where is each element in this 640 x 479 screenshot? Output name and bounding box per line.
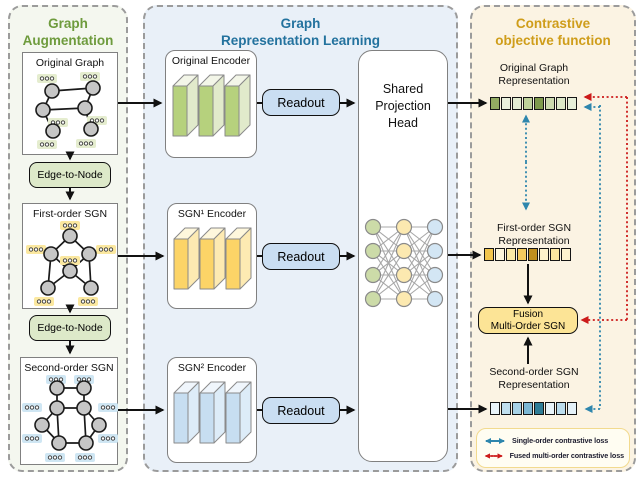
- representation-cell: [561, 248, 571, 261]
- loss-legend: Single-order contrastive loss Fused mult…: [476, 428, 630, 468]
- representation-cell: [556, 97, 566, 110]
- original-graph-representation-row: [490, 97, 578, 110]
- representation-cell: [495, 248, 505, 261]
- representation-cell: [528, 248, 538, 261]
- fusion-label-line1: Fusion: [512, 308, 543, 320]
- representation-cell: [501, 97, 511, 110]
- first-order-sgn-box: First-order SGN: [22, 203, 118, 309]
- representation-cell: [545, 402, 555, 415]
- original-encoder-box: Original Encoder: [165, 50, 257, 158]
- representation-cell: [523, 402, 533, 415]
- first-order-sgn-label: First-order SGN: [32, 208, 108, 220]
- legend-single-order: Single-order contrastive loss: [482, 436, 624, 446]
- augmentation-title: Graph Augmentation: [22, 16, 114, 48]
- edge-to-node-label-2: Edge-to-Node: [37, 322, 103, 334]
- sgn1-encoder-label: SGN¹ Encoder: [177, 208, 247, 220]
- original-encoder-label: Original Encoder: [171, 55, 251, 67]
- first-order-sgn-representation-row: [484, 248, 572, 261]
- contrastive-title: Contrastive objective function: [495, 16, 611, 48]
- second-order-sgn-box: Second-order SGN: [20, 357, 119, 465]
- representation-title: Graph Representation Learning: [220, 16, 381, 48]
- first-order-representation-label: First-order SGN Representation: [496, 222, 572, 247]
- representation-cell: [556, 402, 566, 415]
- representation-cell: [490, 402, 500, 415]
- single-order-loss-arrow-icon: [485, 437, 505, 444]
- representation-cell: [567, 402, 577, 415]
- representation-cell: [506, 248, 516, 261]
- readout-label-2: Readout: [277, 249, 325, 264]
- representation-cell: [534, 97, 544, 110]
- representation-cell: [512, 97, 522, 110]
- original-graph-label: Original Graph: [35, 57, 105, 69]
- original-graph-icon: [35, 71, 108, 150]
- representation-cell: [545, 97, 555, 110]
- sgn1-encoder-layers-icon: [173, 227, 252, 290]
- edge-to-node-label-1: Edge-to-Node: [37, 169, 103, 181]
- representation-cell: [550, 248, 560, 261]
- second-order-representation-label: Second-order SGN Representation: [489, 366, 579, 391]
- fused-loss-arrow-icon: [484, 452, 503, 459]
- second-order-sgn-graph-icon: [21, 374, 119, 463]
- edge-to-node-button-1: Edge-to-Node: [29, 162, 111, 188]
- first-order-sgn-graph-icon: [25, 220, 117, 307]
- shared-projection-head-box: Shared Projection Head: [358, 50, 448, 462]
- representation-cell: [517, 248, 527, 261]
- neural-network-icon: [364, 218, 444, 308]
- sgn1-encoder-box: SGN¹ Encoder: [167, 203, 257, 309]
- original-graph-box: Original Graph: [22, 52, 118, 155]
- representation-cell: [484, 248, 494, 261]
- edge-to-node-button-2: Edge-to-Node: [29, 315, 111, 341]
- panel-contrastive-objective: Contrastive objective function: [470, 5, 636, 472]
- original-representation-label: Original Graph Representation: [498, 62, 570, 87]
- sgn2-encoder-layers-icon: [173, 381, 252, 444]
- representation-cell: [490, 97, 500, 110]
- representation-cell: [523, 97, 533, 110]
- sgn2-encoder-box: SGN² Encoder: [167, 357, 257, 463]
- legend-fused-multi-order: Fused multi-order contrastive loss: [482, 451, 624, 461]
- shared-projection-head-label: Shared Projection Head: [375, 82, 431, 130]
- fusion-label-line2: Multi-Order SGN: [490, 320, 566, 332]
- sgn2-encoder-label: SGN² Encoder: [177, 362, 247, 374]
- readout-button-2: Readout: [262, 243, 340, 270]
- second-order-sgn-label: Second-order SGN: [24, 362, 114, 374]
- fused-loss-label: Fused multi-order contrastive loss: [509, 451, 625, 460]
- representation-cell: [539, 248, 549, 261]
- representation-cell: [501, 402, 511, 415]
- second-order-sgn-representation-row: [490, 402, 578, 415]
- fusion-multi-order-sgn-box: Fusion Multi-Order SGN: [478, 307, 578, 334]
- single-order-loss-label: Single-order contrastive loss: [512, 436, 609, 445]
- original-encoder-layers-icon: [172, 74, 251, 137]
- representation-cell: [534, 402, 544, 415]
- readout-button-3: Readout: [262, 397, 340, 424]
- representation-cell: [567, 97, 577, 110]
- readout-button-1: Readout: [262, 89, 340, 116]
- readout-label-1: Readout: [277, 95, 325, 110]
- readout-label-3: Readout: [277, 403, 325, 418]
- representation-cell: [512, 402, 522, 415]
